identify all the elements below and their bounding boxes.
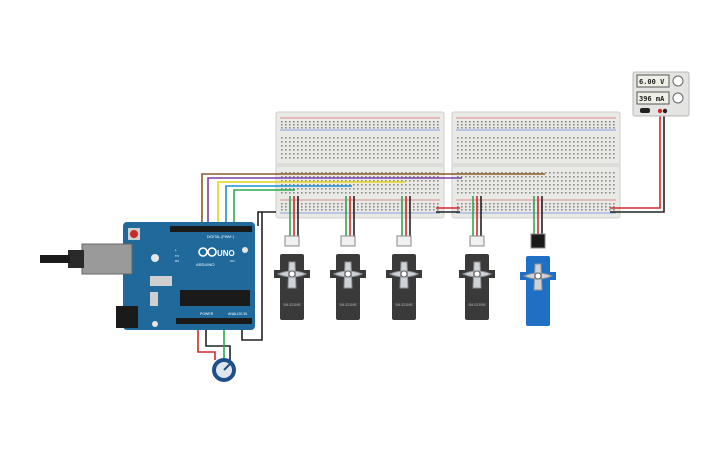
wire-purple: [207, 177, 462, 228]
analog-label: ANALOG IN: [228, 312, 248, 316]
wire-black-gnd: [257, 211, 276, 226]
usb-connector: [81, 243, 133, 275]
arduino-model: UNO: [217, 249, 235, 258]
signal-wires: [197, 112, 665, 360]
breadboard-left[interactable]: [275, 111, 445, 219]
voltage-display: [636, 74, 670, 88]
current-readout: 396 mA: [639, 95, 665, 103]
servo-model-label: SM-S2309S: [468, 303, 485, 307]
servo-5-leads: [533, 196, 543, 236]
arduino-logo: [198, 247, 217, 257]
wire-blue: [225, 185, 352, 228]
voltage-readout: 6.00 V: [639, 78, 665, 86]
reset-button[interactable]: [130, 230, 138, 238]
barrel-jack: [116, 306, 138, 328]
l-label: L: [175, 248, 177, 252]
wire-pot-red: [197, 318, 216, 360]
servo-1-leads: [289, 196, 299, 240]
current-display: [636, 91, 670, 105]
servo-4[interactable]: SM-S2309S: [459, 235, 495, 320]
servo-1[interactable]: SM-S2309S: [274, 235, 310, 320]
tx-label: TX: [175, 254, 179, 258]
wire-pot-black: [205, 318, 231, 360]
servo-leads: [289, 196, 543, 240]
wire-green-signal: [233, 189, 295, 228]
servo-2[interactable]: SM-S2309S: [330, 235, 366, 320]
servo-connector: [396, 235, 412, 247]
servo-connector: [530, 233, 546, 249]
digital-label: DIGITAL (PWM~): [207, 235, 234, 239]
servo-model-label: SM-S2309S: [283, 303, 300, 307]
breadboard-right[interactable]: [451, 111, 621, 219]
servo-model-label: SM-S2309S: [395, 303, 412, 307]
atmega-chip: [180, 290, 250, 306]
power-switch[interactable]: [640, 108, 650, 113]
servo-model-label: SM-S2309S: [339, 303, 356, 307]
wire-brown: [201, 173, 545, 228]
current-knob[interactable]: [672, 92, 684, 104]
voltage-knob[interactable]: [672, 75, 684, 87]
wire-psu-red: [610, 112, 661, 209]
potentiometer[interactable]: [212, 358, 236, 382]
servo-connector: [469, 235, 485, 247]
terminal-positive[interactable]: [657, 108, 663, 114]
servo-5[interactable]: [520, 233, 556, 326]
servo-2-leads: [345, 196, 355, 240]
potentiometer-knob-indicator: [223, 363, 231, 371]
on-label: ON: [230, 259, 235, 263]
power-supply[interactable]: 6.00 V 396 mA: [632, 71, 690, 117]
terminal-negative[interactable]: [662, 108, 668, 114]
arduino-uno[interactable]: ARDUINO UNO DIGITAL (PWM~) POWER ANALOG …: [40, 222, 255, 330]
wire-psu-black: [610, 112, 665, 213]
servo-4-leads: [472, 196, 482, 240]
power-label: POWER: [200, 312, 214, 316]
rx-label: RX: [175, 259, 179, 263]
servo-3-leads: [401, 196, 411, 240]
servo-connector: [284, 235, 300, 247]
servo-3[interactable]: SM-S2309S: [386, 235, 422, 320]
wire-yellow: [217, 181, 405, 228]
servo-connector: [340, 235, 356, 247]
arduino-brand: ARDUINO: [196, 262, 214, 267]
